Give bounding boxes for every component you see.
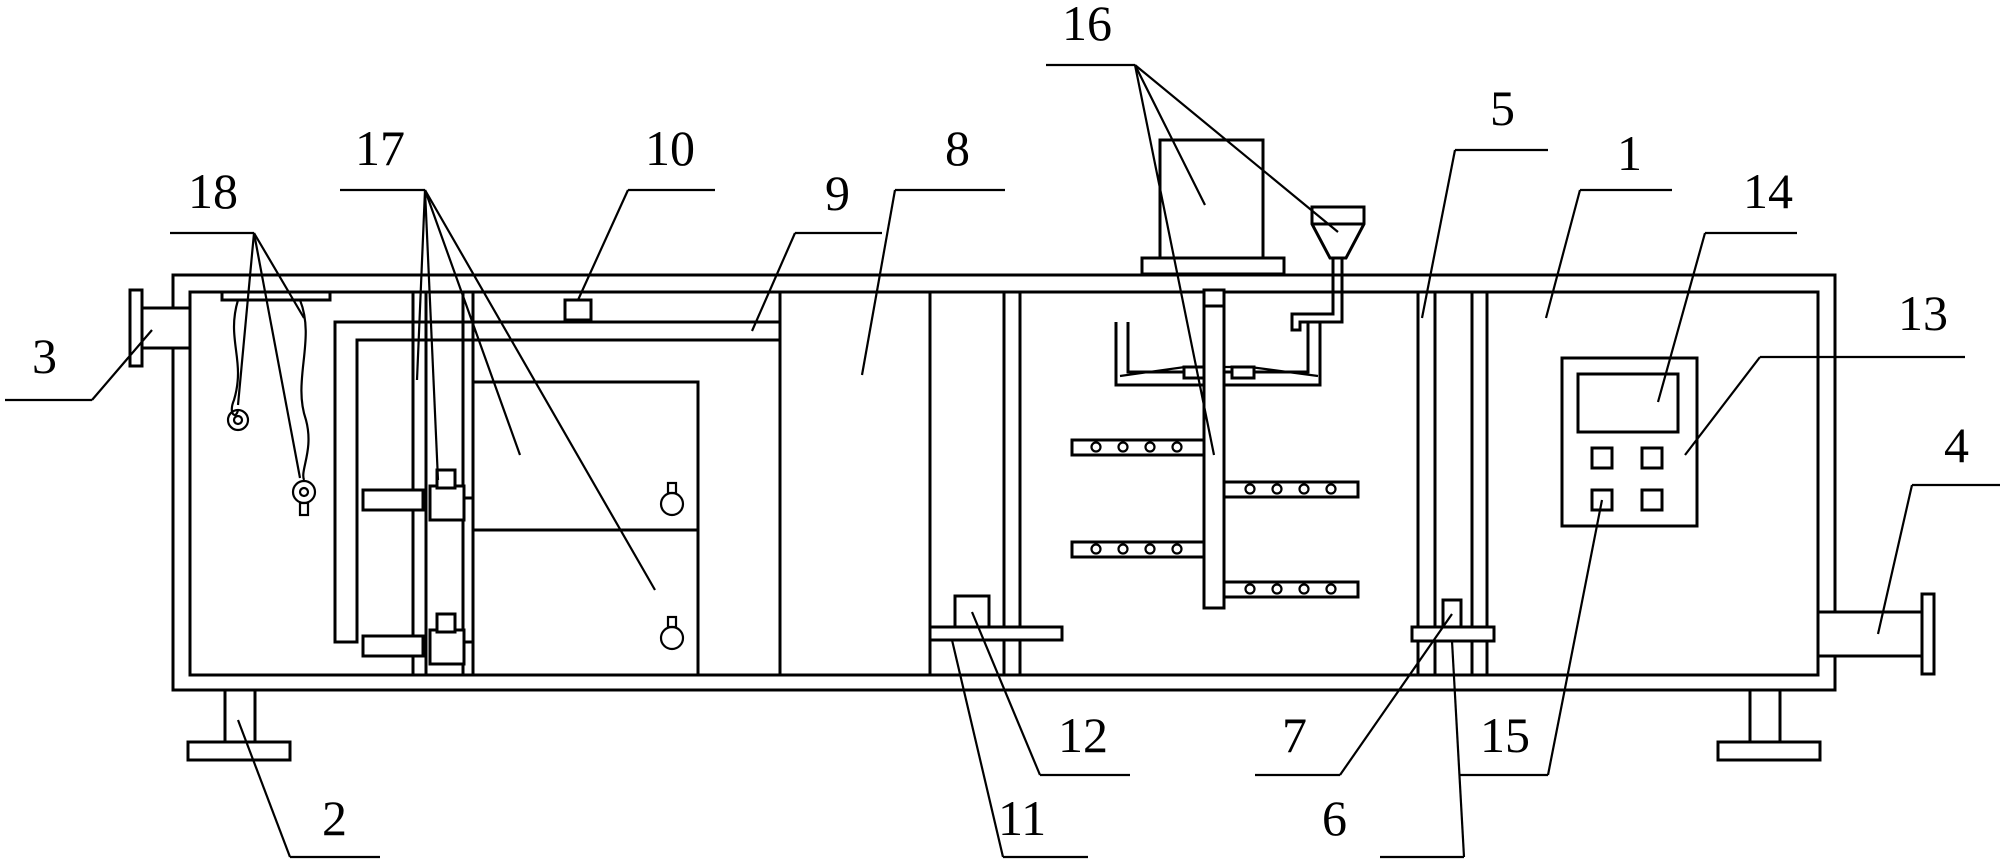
inlet-pipe [128, 288, 192, 368]
float-switch-assembly [220, 290, 332, 517]
label-15: 15 [1480, 707, 1530, 763]
label-5: 5 [1490, 80, 1515, 136]
block-12 [953, 594, 991, 629]
label-2: 2 [322, 790, 347, 846]
leader-lines [5, 63, 2000, 859]
label-11: 11 [998, 790, 1046, 846]
label-13: 13 [1898, 285, 1948, 341]
outlet-pipe [1816, 592, 1936, 676]
label-18: 18 [188, 163, 238, 219]
control-cabinet-left [471, 380, 700, 677]
pipe-9 [333, 320, 780, 644]
label-12: 12 [1058, 707, 1108, 763]
label-3: 3 [32, 328, 57, 384]
partition-wall-5 [1416, 292, 1489, 675]
sensor-10 [563, 298, 593, 322]
bracket-6 [1410, 625, 1496, 643]
valve-upper [361, 468, 473, 522]
partition-wall-double [1002, 292, 1022, 675]
label-8: 8 [945, 120, 970, 176]
support-leg-left [186, 688, 292, 762]
label-1: 1 [1617, 125, 1642, 181]
label-7: 7 [1282, 707, 1307, 763]
valve-lower [361, 612, 473, 666]
mixer-shaft [1202, 288, 1226, 610]
label-10: 10 [645, 120, 695, 176]
dosing-funnel [1290, 205, 1366, 332]
display-screen [1576, 372, 1680, 434]
label-9: 9 [825, 165, 850, 221]
mixer-paddles [1070, 438, 1360, 599]
label-6: 6 [1322, 790, 1347, 846]
label-14: 14 [1743, 163, 1793, 219]
label-17: 17 [355, 120, 405, 176]
part-labels: 1 2 3 4 5 6 7 8 9 10 11 12 13 14 15 16 1… [32, 0, 1969, 846]
label-16: 16 [1062, 0, 1112, 51]
control-panel [1560, 356, 1699, 528]
support-leg-right [1716, 688, 1822, 762]
bracket-11 [928, 625, 1064, 642]
label-4: 4 [1944, 417, 1969, 473]
control-buttons [1590, 446, 1664, 512]
